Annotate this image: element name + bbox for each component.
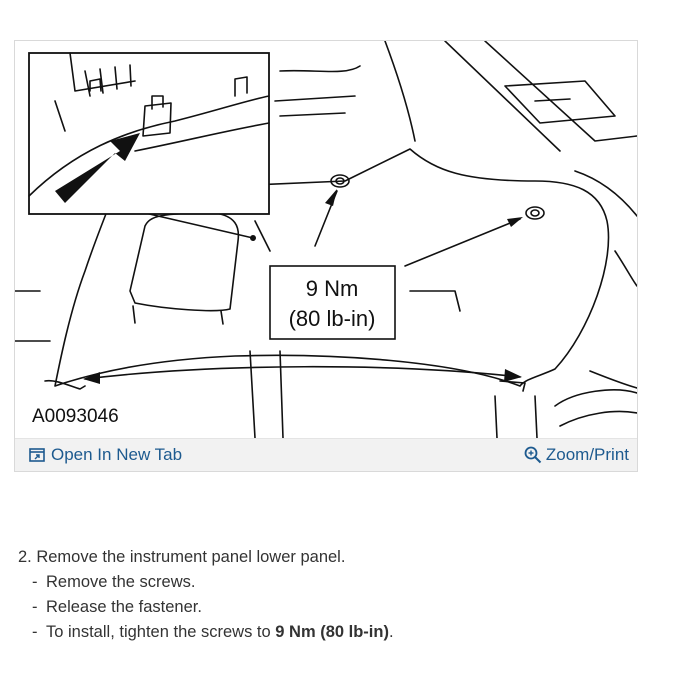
zoom-print-label: Zoom/Print bbox=[545, 445, 629, 464]
list-item: -Release the fastener. bbox=[32, 595, 394, 620]
bullet-dash: - bbox=[32, 598, 38, 616]
magnifier-icon bbox=[524, 446, 542, 464]
torque-spec: 9 Nm (80 lb-in) bbox=[275, 623, 389, 641]
open-in-new-tab-label: Open In New Tab bbox=[51, 445, 183, 464]
zoom-print-link[interactable]: Zoom/Print bbox=[524, 445, 629, 465]
substep-tail: . bbox=[388, 623, 394, 641]
substep-text: To install, tighten the screws to bbox=[46, 623, 276, 641]
bullet-dash: - bbox=[32, 623, 38, 641]
torque-value-label: 9 Nm bbox=[306, 276, 359, 301]
figure-toolbar: Open In New Tab Zoom/Print bbox=[15, 438, 637, 471]
list-item: -To install, tighten the screws to 9 Nm … bbox=[32, 620, 394, 645]
open-in-new-tab-link[interactable]: Open In New Tab bbox=[29, 445, 182, 465]
figure-card: 9 Nm (80 lb-in) A0093046 Open In New Tab bbox=[14, 40, 638, 472]
step-heading: 2. Remove the instrument panel lower pan… bbox=[18, 548, 346, 566]
torque-imperial-label: (80 lb-in) bbox=[289, 306, 376, 331]
substep-list: -Remove the screws. -Release the fastene… bbox=[18, 570, 394, 645]
substep-text: Release the fastener. bbox=[46, 598, 202, 616]
bullet-dash: - bbox=[32, 573, 38, 591]
figure-id: A0093046 bbox=[32, 406, 119, 427]
technical-diagram: 9 Nm (80 lb-in) A0093046 bbox=[15, 41, 637, 438]
open-new-tab-icon bbox=[29, 448, 45, 462]
list-item: -Remove the screws. bbox=[32, 570, 394, 595]
substep-text: Remove the screws. bbox=[46, 573, 196, 591]
instruction-steps: 2. Remove the instrument panel lower pan… bbox=[18, 545, 394, 645]
